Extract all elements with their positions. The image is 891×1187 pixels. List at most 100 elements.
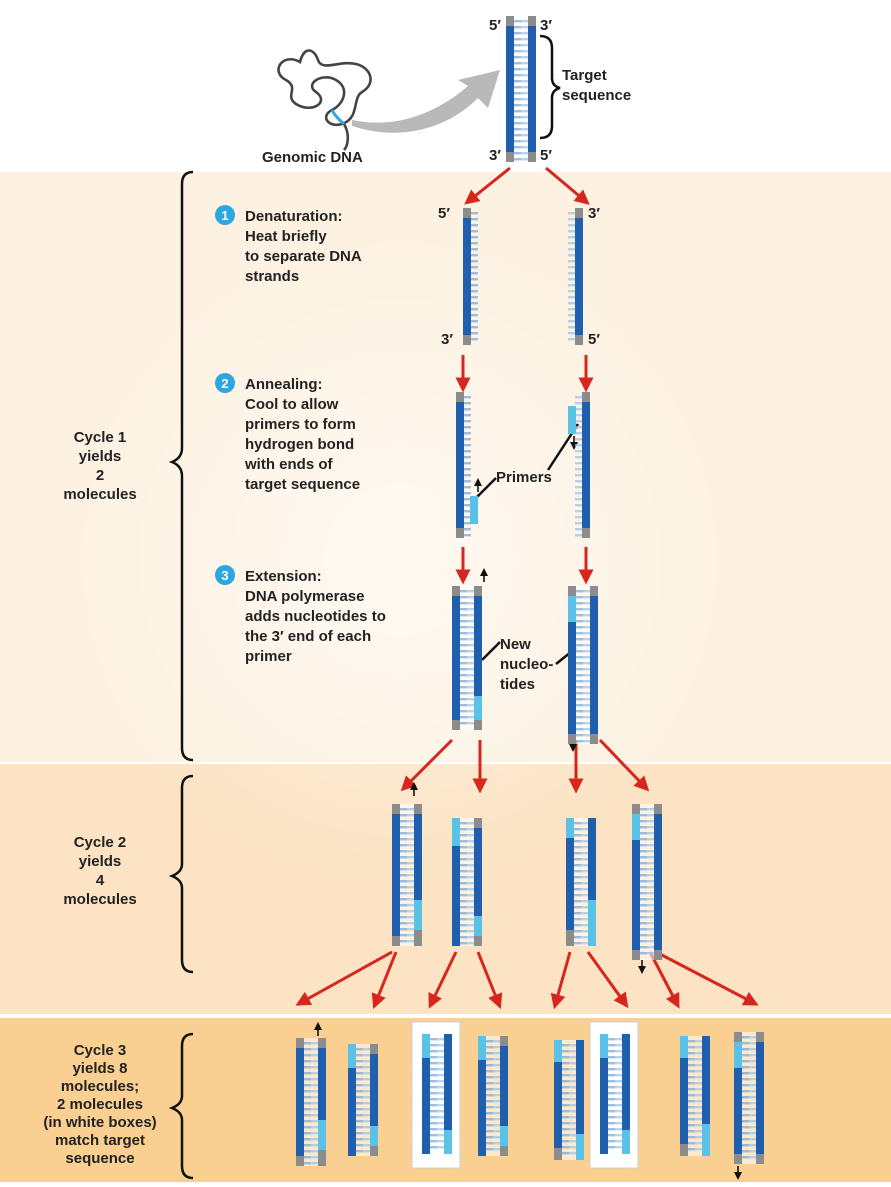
cycle2-molecule-4-right-rung (647, 856, 654, 858)
cycle3-molecule-8-left-rung (742, 1108, 749, 1110)
cycle-3-line6: match target (55, 1132, 145, 1149)
cycle2-molecule-4-right-rung (647, 850, 654, 852)
cycle2-molecule-4-right-rung (647, 820, 654, 822)
cycle3-molecule-8-left-rung (742, 1072, 749, 1074)
cycle2-molecule-2-left-rung (460, 870, 467, 872)
dna-extended-left-right-rung (467, 638, 474, 640)
cycle3-molecule-4-right-rung (493, 1040, 500, 1042)
cycle2-molecule-2-left-rung (460, 876, 467, 878)
cycle3-molecule-4-right-rung (493, 1100, 500, 1102)
cycle2-molecule-4-right-rung (647, 928, 654, 930)
cycle2-molecule-1-left-rung (400, 874, 407, 876)
target-bracket (540, 36, 560, 138)
cycle3-molecule-2-left-rung (356, 1054, 363, 1056)
cycle3-molecule-4-left-segment (478, 1036, 486, 1060)
cycle3-molecule-1-right-rung (311, 1054, 318, 1056)
dna-annealed-right-template-strand-rung (575, 480, 582, 482)
cycle3-molecule-8-left-rung (742, 1084, 749, 1086)
cycle2-molecule-4-left-rung (640, 940, 647, 942)
cycle-3-line5: (in white boxes) (43, 1114, 156, 1131)
cycle3-molecule-8-right-rung (749, 1072, 756, 1074)
dna-denatured-left-strand-rung (471, 302, 478, 304)
cycle3-molecule-4-right-rung (493, 1106, 500, 1108)
cycle2-molecule-2-left-rung (460, 900, 467, 902)
cycle3-molecule-3-left-rung (430, 1044, 437, 1046)
cycle3-molecule-8-right-rung (749, 1036, 756, 1038)
dna-annealed-right-template-strand-rung (575, 462, 582, 464)
dna-annealed-right-template-strand-rung (575, 396, 582, 398)
cycle3-molecule-4-left-rung (486, 1118, 493, 1120)
dna-extended-left-left-rung (460, 674, 467, 676)
cycle3-molecule-4-right-rung (493, 1046, 500, 1048)
dna-denatured-left-strand-rung (471, 320, 478, 322)
cycle3-molecule-7-right-rung (695, 1130, 702, 1132)
cycle3-molecule-7-right-rung (695, 1142, 702, 1144)
cycle2-molecule-4-left-rung (640, 856, 647, 858)
cycle2-molecule-3-right-rung (581, 942, 588, 944)
dna-extended-right-left-rung (576, 668, 583, 670)
cycle3-molecule-6-right-rung (615, 1128, 622, 1130)
cycle3-molecule-4-right-segment (500, 1036, 508, 1046)
cycle3-molecule-8-left-rung (742, 1090, 749, 1092)
cycle2-molecule-2-right-rung (467, 864, 474, 866)
cycle3-molecule-4-right-rung (493, 1052, 500, 1054)
cycle2-molecule-2-left-rung (460, 894, 467, 896)
header-3-bottom: 3′ (489, 147, 501, 164)
dna-denatured-left-strand-rung (471, 224, 478, 226)
cycle2-molecule-1-left-rung (400, 856, 407, 858)
cycle3-molecule-7-right-rung (695, 1088, 702, 1090)
cycle2-molecule-3-left-rung (574, 822, 581, 824)
cycle3-molecule-6-left-rung (608, 1068, 615, 1070)
dna-extended-left-left-rung (460, 692, 467, 694)
cycle2-molecule-3-right-rung (581, 870, 588, 872)
cycle3-molecule-2-left-segment (348, 1068, 356, 1156)
cycle3-molecule-7-left-segment (680, 1058, 688, 1144)
cycle3-molecule-3-right-rung (437, 1062, 444, 1064)
cycle3-molecule-6-left-rung (608, 1092, 615, 1094)
cycle3-molecule-5-right-segment (576, 1134, 584, 1160)
cycle3-molecule-6-left-rung (608, 1122, 615, 1124)
cycle2-molecule-4-left-rung (640, 844, 647, 846)
cycle3-molecule-5-right-rung (569, 1056, 576, 1058)
cycle3-molecule-6-right-rung (615, 1104, 622, 1106)
cycle3-molecule-1-left-segment (296, 1048, 304, 1156)
dna-target-duplex-left-rung (514, 122, 521, 124)
cycle2-molecule-4-left-rung (640, 838, 647, 840)
cycle2-molecule-2-left-rung (460, 864, 467, 866)
cycle3-molecule-5-left-rung (562, 1050, 569, 1052)
cycle3-molecule-8-right-rung (749, 1138, 756, 1140)
dna-extended-left-right-rung (467, 656, 474, 658)
dna-extended-right-left-rung (576, 614, 583, 616)
cycle2-molecule-4 (632, 804, 662, 960)
cycle3-molecule-6-right-rung (615, 1134, 622, 1136)
dna-denatured-left-strand-rung (471, 266, 478, 268)
cycle3-molecule-8-right-rung (749, 1084, 756, 1086)
dna-denatured-left-strand-rung (471, 230, 478, 232)
dna-denatured-right-strand-rung (568, 284, 575, 286)
cycle2-molecule-3-left-segment (566, 838, 574, 930)
cycle3-molecule-6-left-rung (608, 1146, 615, 1148)
cycle3-molecule-5-right-rung (569, 1074, 576, 1076)
cycle2-molecule-2-left-rung (460, 840, 467, 842)
cycle3-molecule-7-left-rung (688, 1040, 695, 1042)
dna-extended-right-left-segment (568, 622, 576, 734)
dna-extended-right-left-rung (576, 656, 583, 658)
cycle3-molecule-2-left-rung (356, 1108, 363, 1110)
new-nucleotides-line1: New (500, 636, 531, 653)
cycle3-molecule-8-right-rung (749, 1102, 756, 1104)
cycle3-molecule-4-left-rung (486, 1040, 493, 1042)
dna-target-duplex-left-rung (514, 146, 521, 148)
cycle2-molecule-4-right-rung (647, 814, 654, 816)
dna-extended-right-right-rung (583, 686, 590, 688)
dna-denatured-left-strand-rung (471, 212, 478, 214)
dna-annealed-left-template-strand-rung (464, 414, 471, 416)
dna-target-duplex-left-rung (514, 38, 521, 40)
cycle2-molecule-4-right-rung (647, 952, 654, 954)
dna-extended-right-right-rung (583, 728, 590, 730)
cycle3-molecule-3-left-rung (430, 1098, 437, 1100)
cycle3-molecule-2-left-rung (356, 1102, 363, 1104)
cycle2-molecule-1-left-rung (400, 886, 407, 888)
cycle2-molecule-2-right-rung (467, 936, 474, 938)
dna-denatured-left-strand-rung (471, 338, 478, 340)
